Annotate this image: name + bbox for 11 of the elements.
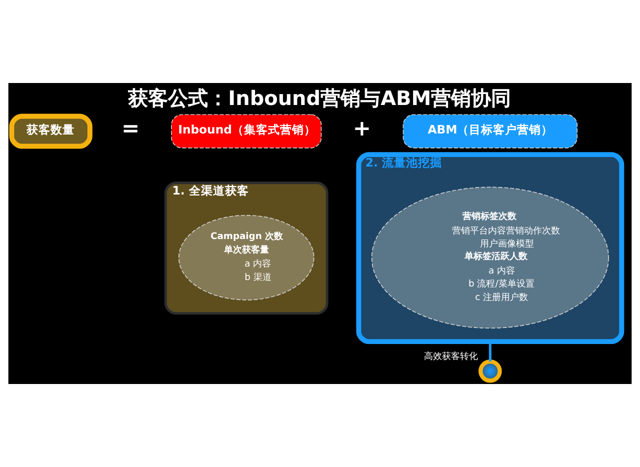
node-ellipse: Campaign 次数 单次获客量 a 内容 b 渠道 (178, 214, 314, 300)
connector (488, 342, 492, 362)
diagram-title: 获客公式：Inbound营销与ABM营销协同 (128, 86, 512, 110)
node-box: ABM（目标客户营销） (402, 114, 578, 148)
node-label: 高效获客转化 (424, 352, 478, 362)
node-box: Inbound（集客式营销） (171, 114, 322, 148)
label: = (122, 116, 140, 142)
label: + (352, 116, 371, 142)
node-box: 获客数量 (9, 114, 92, 149)
node-circle (478, 359, 502, 383)
node-ellipse: 营销标签次数 营销平台内容营销动作次数 用户画像模型 单标签活跃人数 a 内容 b 流程/菜单设置 c 注册用户数 (371, 186, 609, 329)
